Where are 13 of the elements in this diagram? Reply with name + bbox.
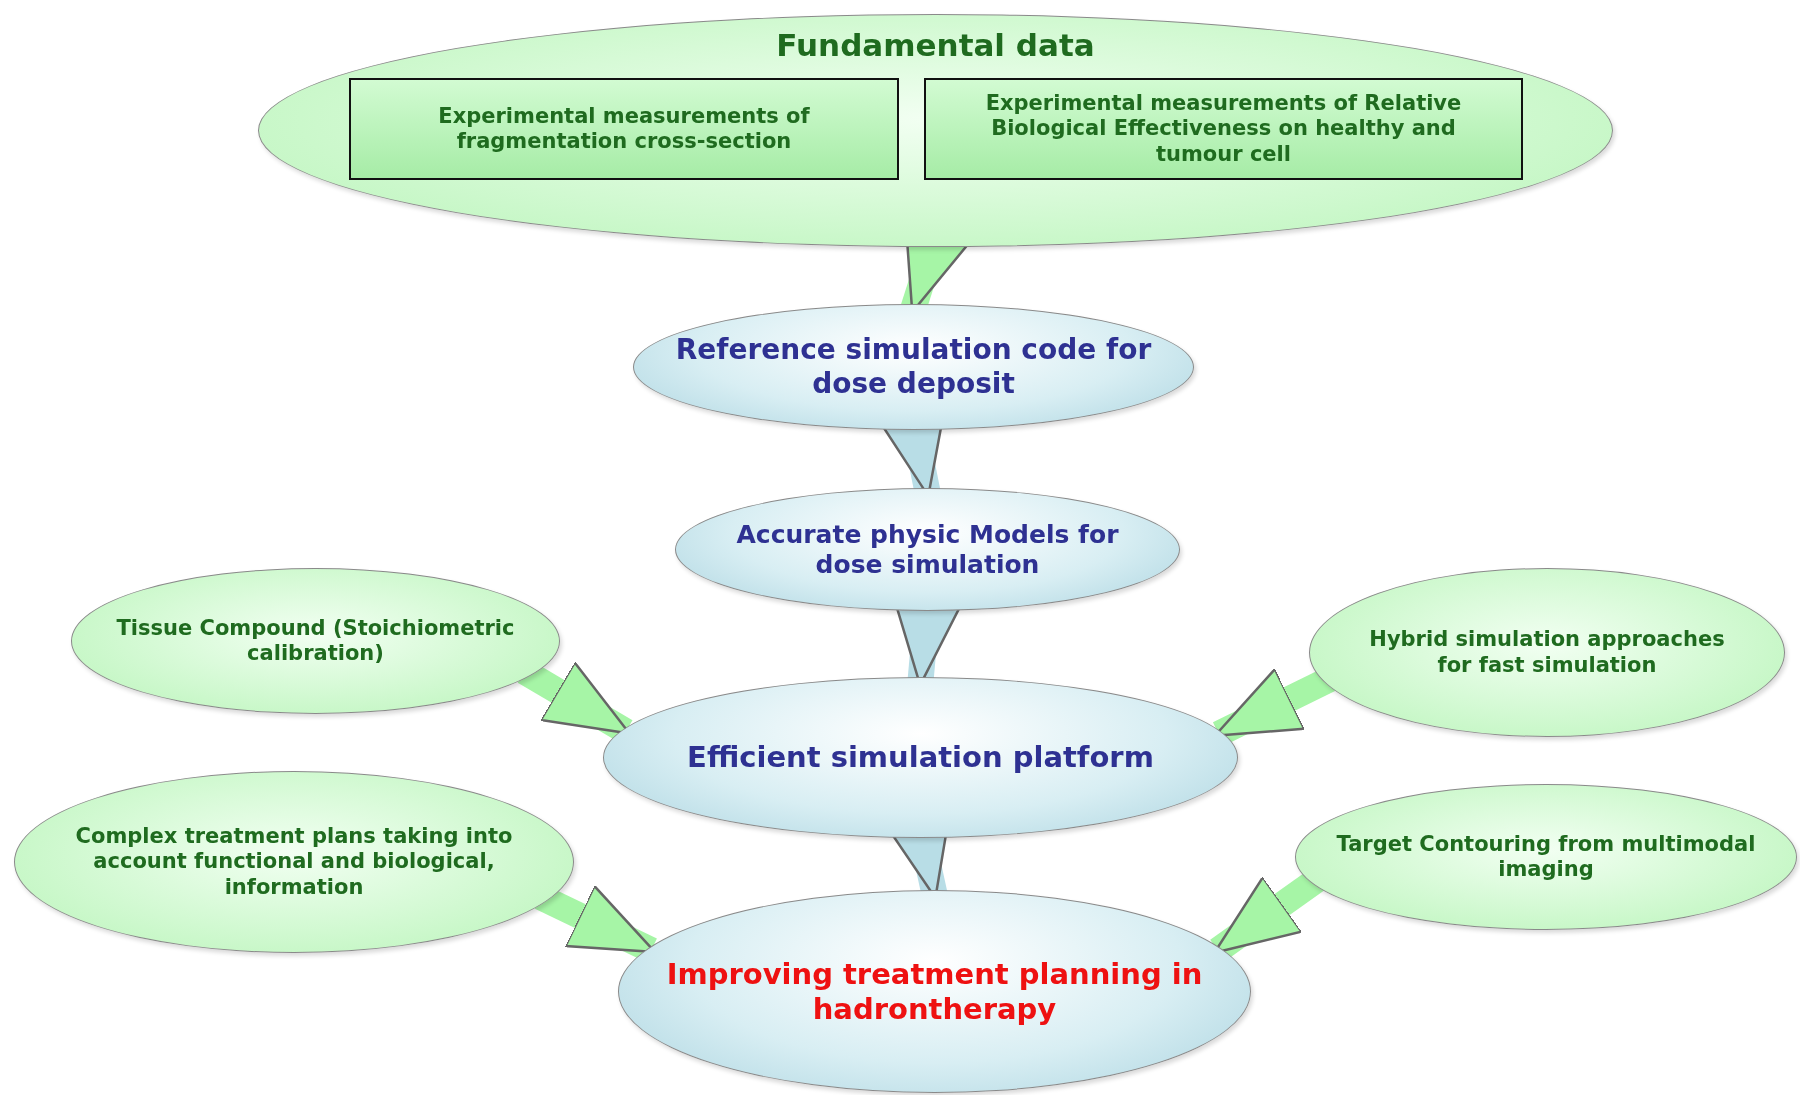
node-text: Complex treatment plans taking into account functional and biological, information <box>74 824 514 900</box>
node-text: Target Contouring from multimodal imaging <box>1336 831 1756 883</box>
node-text: Efficient simulation platform <box>687 740 1154 775</box>
node-text: Experimental measurements of Relative Biological Effectiveness on healthy and tumour cell <box>984 91 1463 167</box>
text-box <box>924 78 1523 180</box>
node-text: Improving treatment planning in hadrontherapy <box>665 956 1204 1027</box>
node-text: Tissue Compound (Stoichiometric calibration) <box>115 615 516 667</box>
text-box <box>349 78 899 180</box>
node-text: Accurate physic Models for dose simulation <box>735 519 1120 580</box>
node-heading: Fundamental data <box>776 27 1095 65</box>
node-text: Reference simulation code for dose deposit <box>674 333 1153 401</box>
node-text: Hybrid simulation approaches for fast simulation <box>1368 627 1726 678</box>
node-text: Experimental measurements of fragmentation cross-section <box>437 103 811 155</box>
